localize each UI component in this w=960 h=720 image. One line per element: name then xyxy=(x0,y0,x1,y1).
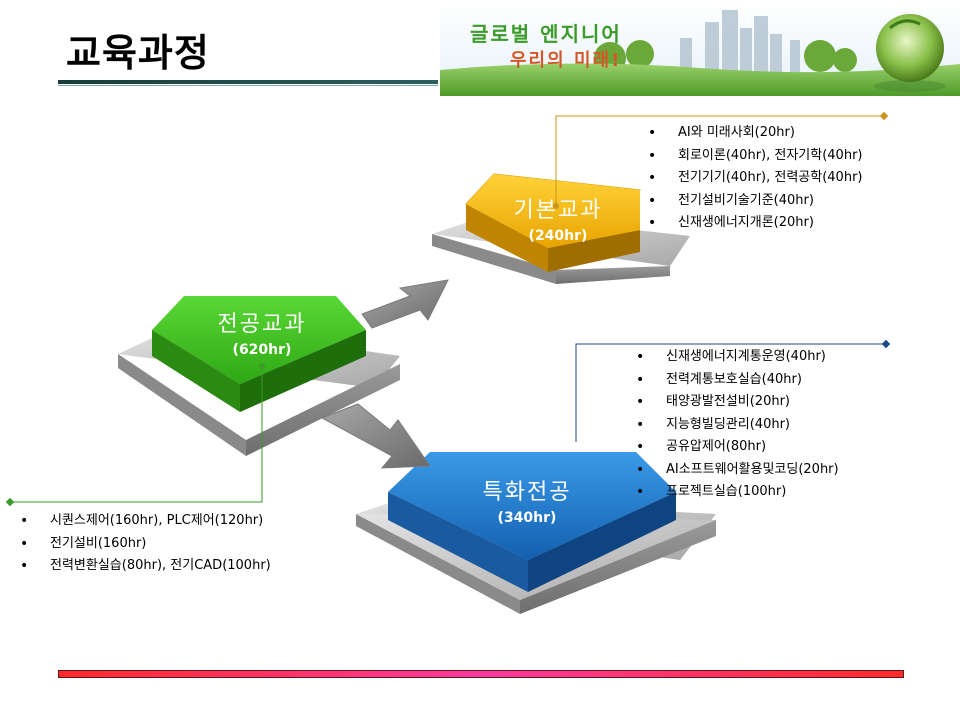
footer-bar xyxy=(58,670,904,678)
list-item: 공유압제어(80hr) xyxy=(636,436,839,459)
major-connector-line xyxy=(5,363,265,507)
list-item: 전력계통보호실습(40hr) xyxy=(636,369,839,392)
major-course-label: 전공교과 (620hr) xyxy=(188,306,336,358)
basic-course-block xyxy=(432,173,690,284)
major-course-block xyxy=(118,296,400,456)
major-course-hours: (620hr) xyxy=(232,342,292,358)
special-connector-line xyxy=(575,339,891,442)
basic-course-name: 기본교과 xyxy=(513,198,603,223)
special-course-label: 특화전공 (340hr) xyxy=(452,474,602,526)
page-title: 교육과정 xyxy=(66,31,210,75)
banner-slogan-line1: 글로벌 엔지니어 xyxy=(470,22,622,46)
list-item: AI와 미래사회(20hr) xyxy=(648,122,862,145)
list-item: 프로젝트실습(100hr) xyxy=(636,481,839,504)
list-item: 신재생에너지계통운영(40hr) xyxy=(636,346,839,369)
special-course-block xyxy=(356,452,716,614)
list-item: 태양광발전설비(20hr) xyxy=(636,391,839,414)
basic-course-label: 기본교과 (240hr) xyxy=(486,192,630,244)
list-item: 전기기기(40hr), 전력공학(40hr) xyxy=(648,167,862,190)
list-item: 회로이론(40hr), 전자기학(40hr) xyxy=(648,145,862,168)
major-course-name: 전공교과 xyxy=(217,312,307,337)
arrow-basic-to-major xyxy=(361,279,449,329)
list-item: 전기설비(160hr) xyxy=(20,533,271,556)
list-item: 전기설비기술기준(40hr) xyxy=(648,190,862,213)
list-item: 시퀀스제어(160hr), PLC제어(120hr) xyxy=(20,510,271,533)
special-course-hours: (340hr) xyxy=(497,510,557,526)
list-item: 지능형빌딩관리(40hr) xyxy=(636,414,839,437)
major-course-list: 시퀀스제어(160hr), PLC제어(120hr) 전기설비(160hr) 전… xyxy=(20,510,271,578)
banner-image xyxy=(440,0,960,96)
special-course-list: 신재생에너지계통운영(40hr) 전력계통보호실습(40hr) 태양광발전설비(… xyxy=(636,346,839,504)
list-item: 신재생에너지개론(20hr) xyxy=(648,212,862,235)
basic-course-list: AI와 미래사회(20hr) 회로이론(40hr), 전자기학(40hr) 전기… xyxy=(648,122,862,235)
title-underline xyxy=(58,80,438,84)
banner-slogan-line2: 우리의 미래! xyxy=(510,50,622,71)
list-item: AI소프트웨어활용및코딩(20hr) xyxy=(636,459,839,482)
special-course-name: 특화전공 xyxy=(482,480,572,505)
basic-course-hours: (240hr) xyxy=(528,228,588,244)
title-underline-thin xyxy=(58,85,438,86)
arrow-major-to-special xyxy=(320,403,431,469)
list-item: 전력변환실습(80hr), 전기CAD(100hr) xyxy=(20,555,271,578)
